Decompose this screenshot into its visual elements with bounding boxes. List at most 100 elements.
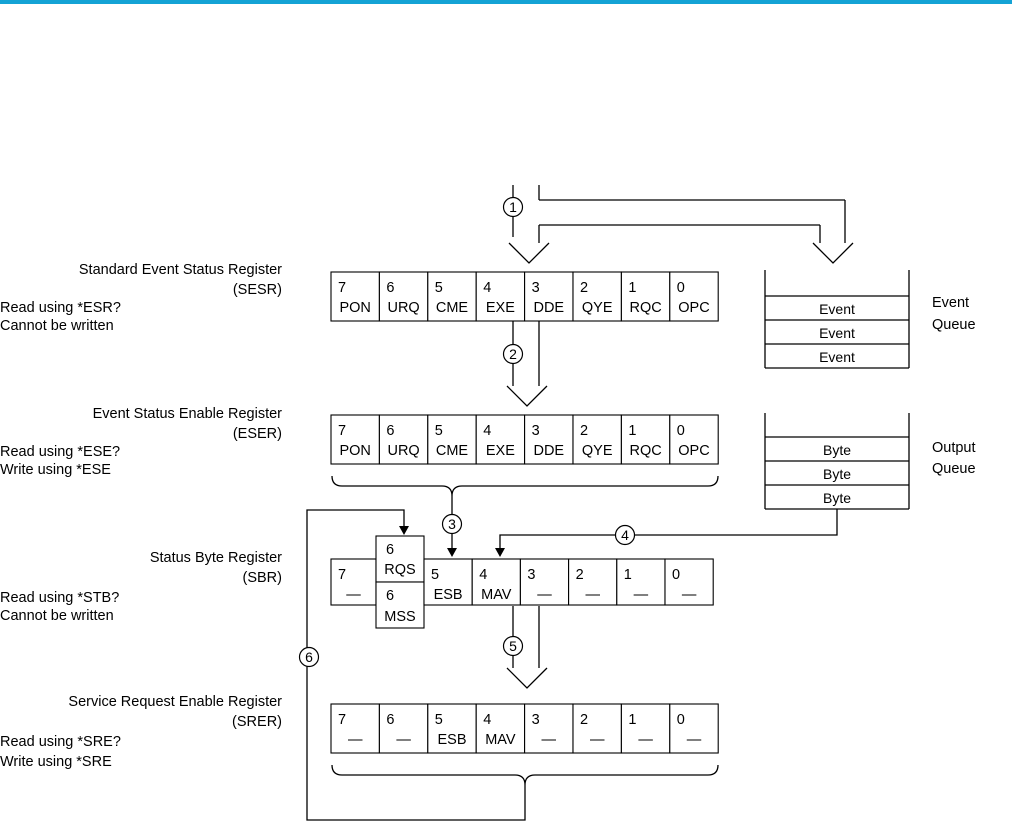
bit-name: —: [638, 732, 653, 748]
bit-number: 1: [628, 280, 636, 296]
svg-text:3: 3: [448, 516, 456, 532]
register-bit-cell: 6—: [378, 703, 429, 754]
bit-number: 6: [386, 588, 394, 604]
register-bit-cell: 3—: [519, 558, 570, 606]
bit-name: CME: [436, 300, 469, 316]
bit-number: 2: [580, 280, 588, 296]
bit-name: —: [682, 587, 697, 603]
event-queue: Event Event Event Event Queue: [764, 270, 976, 369]
register-bit-cell: 1—: [620, 703, 671, 754]
svg-text:1: 1: [509, 199, 517, 215]
srer-labels: Service Request Enable Register (SRER) R…: [0, 694, 282, 770]
bit-number: 5: [435, 280, 443, 296]
bit-number: 3: [527, 567, 535, 583]
bit-name: ESB: [434, 587, 463, 603]
register-bit-cell: 2—: [568, 558, 618, 606]
sbr-bit-6-mss: 6 MSS: [375, 581, 425, 629]
output-queue-label: Output: [932, 440, 976, 456]
bit-number: 4: [479, 567, 487, 583]
sbr-bit-7: 7 —: [330, 558, 377, 606]
bit-number: 3: [532, 423, 540, 439]
register-bit-cell: 1—: [616, 558, 666, 606]
bit-number: 2: [576, 567, 584, 583]
bit-number: 1: [628, 423, 636, 439]
sesr-write-info: Cannot be written: [0, 318, 114, 334]
sbr-abbr: (SBR): [243, 570, 282, 586]
output-queue-to-mav-connector: [495, 509, 838, 557]
output-queue: Byte Byte Byte Output Queue: [764, 413, 976, 510]
eser-labels: Event Status Enable Register (ESER) Read…: [0, 406, 282, 478]
callout-1: 1: [502, 196, 524, 218]
bit-name: OPC: [678, 443, 709, 459]
bit-name: MAV: [481, 587, 512, 603]
event-queue-label: Queue: [932, 317, 976, 333]
bit-name: ESB: [437, 732, 466, 748]
bit-number: 2: [580, 712, 588, 728]
bit-name: —: [396, 732, 411, 748]
bit-name: —: [687, 732, 702, 748]
eser-read-cmd: Read using *ESE?: [0, 444, 120, 460]
callout-4: 4: [614, 524, 636, 546]
svg-text:6: 6: [305, 649, 313, 665]
bit-name: URQ: [387, 300, 419, 316]
sbr-labels: Status Byte Register (SBR) Read using *S…: [0, 550, 282, 624]
bit-number: 6: [386, 712, 394, 728]
bit-name: URQ: [387, 443, 419, 459]
bit-name: OPC: [678, 300, 709, 316]
sesr-labels: Standard Event Status Register (SESR) Re…: [0, 262, 282, 334]
bit-name: RQC: [629, 300, 661, 316]
srer-abbr: (SRER): [232, 714, 282, 730]
bit-number: 5: [431, 567, 439, 583]
bit-number: 4: [483, 280, 491, 296]
srer-title: Service Request Enable Register: [68, 694, 282, 710]
sbr-bit-6-rqs: 6 RQS: [375, 535, 425, 583]
bit-name: CME: [436, 443, 469, 459]
srer-read-cmd: Read using *SRE?: [0, 734, 121, 750]
bit-name: RQS: [384, 562, 415, 578]
bit-number: 3: [532, 712, 540, 728]
eser-abbr: (ESER): [233, 426, 282, 442]
sbr-read-cmd: Read using *STB?: [0, 590, 119, 606]
event-input-connector: [508, 185, 854, 264]
callout-5: 5: [502, 635, 524, 657]
event-queue-label: Event: [932, 295, 969, 311]
bit-number: 6: [386, 423, 394, 439]
bit-name: —: [634, 587, 649, 603]
callout-2: 2: [502, 343, 524, 365]
bit-number: 7: [338, 280, 346, 296]
bit-number: 0: [672, 567, 680, 583]
eser-title: Event Status Enable Register: [93, 406, 283, 422]
header-rule: [0, 0, 1012, 4]
bit-name: QYE: [582, 300, 613, 316]
bit-number: 4: [483, 712, 491, 728]
bit-name: —: [348, 732, 363, 748]
sesr-read-cmd: Read using *ESR?: [0, 300, 121, 316]
bit-number: 1: [624, 567, 632, 583]
bit-name: EXE: [486, 300, 515, 316]
sesr-title: Standard Event Status Register: [79, 262, 282, 278]
bit-name: QYE: [582, 443, 613, 459]
bit-number: 5: [435, 423, 443, 439]
register-bit-cell: 0—: [669, 703, 719, 754]
callout-3: 3: [441, 513, 463, 535]
bit-number: 0: [677, 712, 685, 728]
bit-number: 7: [338, 423, 346, 439]
